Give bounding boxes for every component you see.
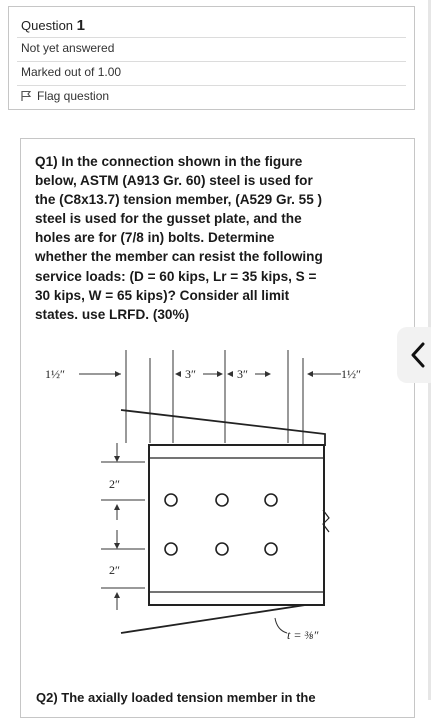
question-text: Q1) In the connection shown in the figur…	[35, 154, 323, 322]
dim-right-label: 1½″	[341, 367, 361, 381]
dim-left-label: 1½″	[45, 367, 65, 381]
bolt-hole	[215, 493, 229, 507]
question-content: Q1) In the connection shown in the figur…	[20, 138, 415, 718]
dim-v1-label: 2″	[109, 477, 120, 491]
dim-v2-label: 2″	[109, 563, 120, 577]
dim-mid1-label: 3″	[185, 367, 196, 381]
bolt-hole	[264, 542, 278, 556]
back-button[interactable]	[397, 327, 431, 383]
question-number: Question 1	[21, 17, 86, 34]
flag-question-link[interactable]: Flag question	[21, 89, 109, 103]
bolt-hole	[264, 493, 278, 507]
bolt-hole	[164, 493, 178, 507]
chevron-left-icon	[411, 342, 425, 368]
answer-status: Not yet answered	[21, 41, 115, 55]
next-question-text: Q2) The axially loaded tension member in…	[36, 690, 316, 705]
marks-info: Marked out of 1.00	[21, 65, 122, 79]
bolt-hole	[215, 542, 229, 556]
thickness-label: t = ⅜″	[287, 628, 319, 642]
dim-mid2-label: 3″	[237, 367, 248, 381]
flag-icon	[21, 90, 32, 101]
question-info-panel: Question 1 Not yet answered Marked out o…	[8, 6, 415, 110]
connection-figure: 1½″ 3″ 3″ 1½″ 2″ 2″ t = ⅜″	[45, 350, 361, 642]
flag-question-label: Flag question	[37, 89, 110, 103]
bolt-hole	[164, 542, 178, 556]
